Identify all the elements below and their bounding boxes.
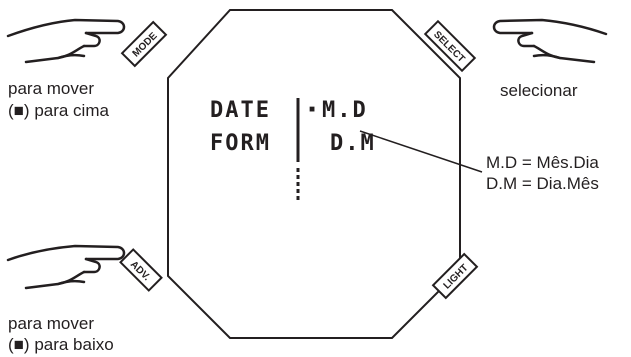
legend-line2: D.M = Dia.Mês bbox=[486, 174, 599, 193]
display-option-dm: D.M bbox=[330, 131, 376, 156]
select-caption: selecionar bbox=[500, 81, 578, 100]
watch-case bbox=[167, 9, 461, 339]
legend-line1: M.D = Mês.Dia bbox=[486, 153, 599, 172]
display-date-label: DATE bbox=[210, 98, 271, 123]
pointing-hand-icon bbox=[6, 18, 126, 64]
mode-caption-line1: para mover bbox=[8, 79, 94, 98]
light-button[interactable]: LIGHT bbox=[431, 252, 479, 300]
display-form-label: FORM bbox=[210, 131, 271, 156]
pointing-hand-icon bbox=[6, 244, 126, 290]
pointing-hand-left-icon bbox=[492, 18, 608, 64]
adv-button[interactable]: ADV. bbox=[119, 248, 163, 292]
select-button[interactable]: SELECT bbox=[423, 19, 477, 73]
adv-caption-line2: (■) para baixo bbox=[8, 335, 114, 354]
callout-line bbox=[359, 130, 483, 173]
mode-caption-line2: (■) para cima bbox=[8, 101, 109, 120]
selection-indicator-icon: ■ bbox=[309, 104, 315, 115]
mode-button[interactable]: MODE bbox=[120, 20, 168, 68]
adv-caption-line1: para mover bbox=[8, 314, 94, 333]
display-option-md: M.D bbox=[322, 98, 368, 123]
